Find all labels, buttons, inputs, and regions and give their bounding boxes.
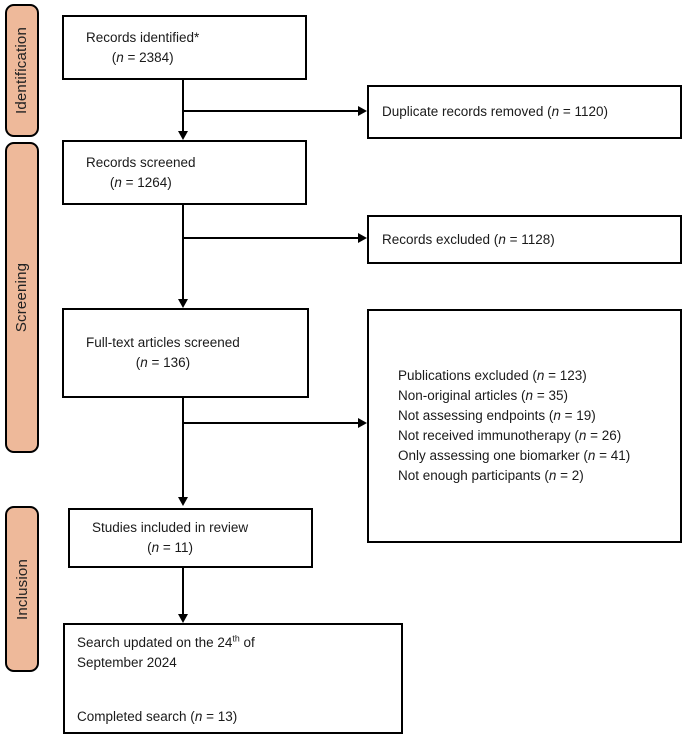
excluded-reason-line: Not received immunotherapy (n = 26) xyxy=(398,428,622,443)
excluded-reason-line: Publications excluded (n = 123) xyxy=(398,368,587,383)
arrowhead-down-to-studies-included xyxy=(178,497,188,506)
stage-label-identification: Identification xyxy=(13,26,31,115)
stage-bar-identification: Identification xyxy=(5,4,39,137)
excluded-reason-line: Not assessing endpoints (n = 19) xyxy=(398,408,596,423)
stage-bar-inclusion: Inclusion xyxy=(5,506,39,672)
box-records-excluded: Records excluded (n = 1128) xyxy=(367,215,682,264)
box-publications-excluded: Publications excluded (n = 123) Non-orig… xyxy=(367,309,682,543)
connector-to-records-excluded xyxy=(183,237,359,239)
arrowhead-down-to-fulltext-screened xyxy=(178,299,188,308)
fulltext-screened-line1: Full-text articles screened xyxy=(86,335,240,350)
box-fulltext-screened-text: Full-text articles screened (n = 136) xyxy=(86,333,240,373)
box-records-screened-text: Records screened (n = 1264) xyxy=(86,153,196,193)
stage-bar-screening: Screening xyxy=(5,142,39,453)
box-records-screened: Records screened (n = 1264) xyxy=(62,140,307,205)
excluded-reason-line: Non-original articles (n = 35) xyxy=(398,388,568,403)
arrowhead-right-to-records-excluded xyxy=(358,233,367,243)
records-excluded-text: Records excluded (n = 1128) xyxy=(382,231,555,247)
box-studies-included: Studies included in review (n = 11) xyxy=(68,508,313,568)
box-fulltext-screened: Full-text articles screened (n = 136) xyxy=(62,308,309,398)
completed-search-line: Completed search (n = 13) xyxy=(77,709,238,724)
arrowhead-down-to-records-screened xyxy=(178,131,188,140)
arrowhead-right-to-duplicates-removed xyxy=(358,106,367,116)
arrowhead-right-to-publications-excluded xyxy=(358,418,367,428)
stage-label-screening: Screening xyxy=(13,262,31,333)
records-screened-line1: Records screened xyxy=(86,154,196,170)
box-records-identified: Records identified* (n = 2384) xyxy=(62,15,307,80)
arrowhead-down-to-search-updated xyxy=(178,614,188,623)
excluded-reason-line: Only assessing one biomarker (n = 41) xyxy=(398,448,631,463)
box-records-identified-text: Records identified* (n = 2384) xyxy=(86,28,199,68)
duplicate-records-removed-text: Duplicate records removed (n = 1120) xyxy=(382,104,609,119)
box-search-updated: Search updated on the 24th of September … xyxy=(63,623,403,734)
records-identified-count: (n = 2384) xyxy=(111,49,174,65)
connector-fulltext-to-included xyxy=(182,398,184,498)
studies-included-line1: Studies included in review xyxy=(92,520,249,535)
fulltext-screened-count: (n = 136) xyxy=(135,355,191,370)
publications-excluded-text: Publications excluded (n = 123) Non-orig… xyxy=(382,366,630,486)
stage-label-inclusion: Inclusion xyxy=(13,558,31,620)
records-screened-count: (n = 1264) xyxy=(109,174,172,190)
connector-screened-to-fulltext xyxy=(182,205,184,300)
excluded-reason-line: Not enough participants (n = 2) xyxy=(398,468,584,483)
connector-identified-to-screened xyxy=(182,80,184,133)
records-identified-line1: Records identified* xyxy=(86,29,200,45)
search-updated-line2: September 2024 xyxy=(77,655,177,670)
box-studies-included-text: Studies included in review (n = 11) xyxy=(92,518,248,558)
studies-included-count: (n = 11) xyxy=(147,540,193,555)
connector-included-to-search-updated xyxy=(182,568,184,614)
connector-to-duplicates-removed xyxy=(183,110,359,112)
search-updated-line1: Search updated on the 24th of xyxy=(77,633,255,650)
box-duplicate-records-removed: Duplicate records removed (n = 1120) xyxy=(367,85,682,139)
connector-to-publications-excluded xyxy=(183,422,359,424)
